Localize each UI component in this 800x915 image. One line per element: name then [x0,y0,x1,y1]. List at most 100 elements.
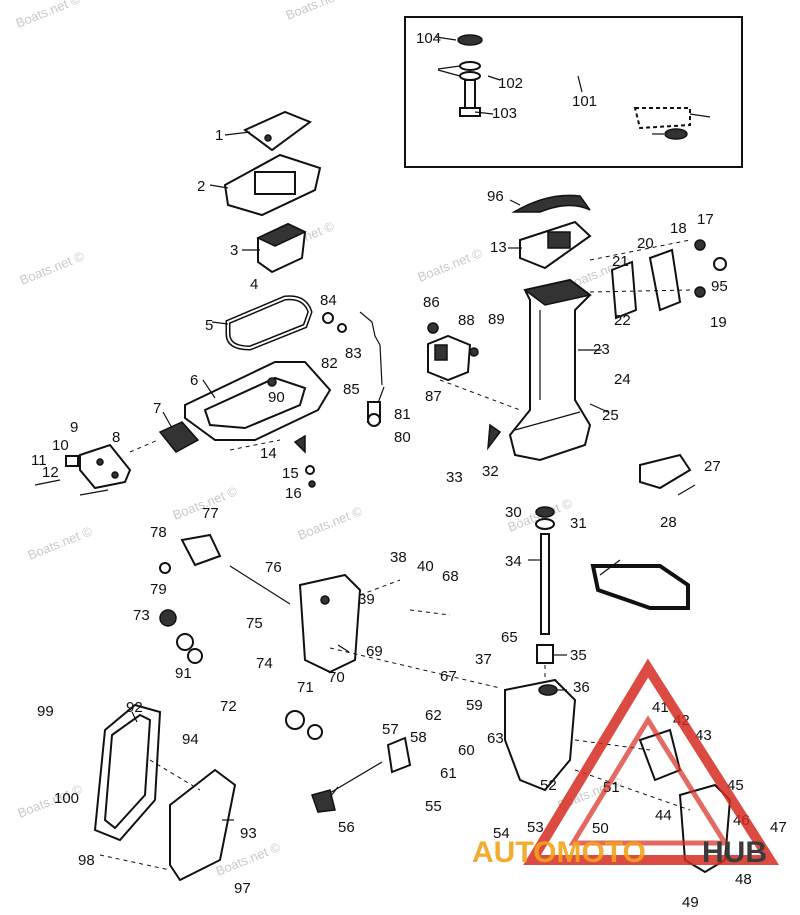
screw-11 [34,479,61,486]
lower-cover-6 [184,361,332,441]
callout-17: 17 [697,211,714,228]
callout-8: 8 [112,429,120,446]
callout-19: 19 [710,314,727,331]
callout-104: 104 [416,30,441,47]
callout-33: 33 [446,469,463,486]
exhaust-housing-23 [508,278,592,462]
washer-93 [713,257,727,271]
seal-assembly-81 [359,311,383,427]
callout-86: 86 [423,294,440,311]
callout-47: 47 [770,819,787,836]
callout-81: 81 [394,406,411,423]
logo-text-dark: HUB [702,836,767,869]
callout-61: 61 [440,765,457,782]
screw-11b [79,489,109,496]
knob-77 [159,562,171,574]
callout-23: 23 [593,341,610,358]
bolt-19 [694,286,706,298]
housing-3 [256,222,307,274]
clamp-27 [639,453,692,490]
washer-31 [535,518,555,530]
callout-63: 63 [487,730,504,747]
callout-90: 90 [268,389,285,406]
callout-12: 12 [42,464,59,481]
logo-text-orange: AUTOMOTO [472,836,646,869]
bracket-21 [610,260,638,320]
watermark-4: Boats.net © [416,245,485,285]
callout-73: 73 [133,607,150,624]
callout-1: 1 [215,127,223,144]
callout-54: 54 [493,825,510,842]
callout-7: 7 [153,400,161,417]
nut-84 [427,322,439,334]
bolt-17 [694,239,706,251]
callout-49: 49 [682,894,699,911]
callout-79: 79 [150,581,167,598]
callout-44: 44 [655,807,672,824]
callout-98: 98 [78,852,95,869]
gasket-13 [519,220,592,270]
callout-84: 84 [320,292,337,309]
callout-48: 48 [735,871,752,888]
callout-5: 5 [205,317,213,334]
bolt-28 [677,484,696,496]
callout-76: 76 [265,559,282,576]
shaft-34 [540,533,550,635]
callout-97: 97 [234,880,251,897]
bushing-89 [187,648,203,664]
callout-87: 87 [425,388,442,405]
callout-37: 37 [475,651,492,668]
callout-102: 102 [498,75,523,92]
callout-25: 25 [602,407,619,424]
nut-71 [159,609,177,627]
callout-35: 35 [570,647,587,664]
washer-10 [65,455,79,467]
callout-4: 4 [250,276,258,293]
callout-88: 88 [458,312,475,329]
callout-78: 78 [150,524,167,541]
cylinder-7 [158,421,200,453]
callout-2: 2 [197,178,205,195]
side-cover-91 [169,768,237,882]
callout-40: 40 [417,558,434,575]
callout-74: 74 [256,655,273,672]
washer-45 [176,633,194,651]
callout-57: 57 [382,721,399,738]
callout-21: 21 [612,253,629,270]
handle-104 [590,564,690,610]
bracket-76 [180,533,222,567]
callout-20: 20 [637,235,654,252]
callout-58: 58 [410,729,427,746]
callout-101: 101 [572,93,597,110]
automotohub-logo: AUTOMOTO HUB [472,658,780,869]
inset-box [404,16,743,168]
callout-31: 31 [570,515,587,532]
callout-94: 94 [182,731,199,748]
bracket-8 [79,443,132,490]
callout-53: 53 [527,819,544,836]
callout-36: 36 [573,679,590,696]
callout-67: 67 [440,668,457,685]
lock-57 [386,736,412,774]
pin-16 [308,480,316,488]
nut-86 [469,347,479,357]
callout-34: 34 [505,553,522,570]
watermark-9: Boats.net © [26,523,95,563]
cover-plate-1 [243,110,313,152]
plug-32 [487,423,502,451]
guide-lines [99,239,691,871]
watermark-1: Boats.net © [284,0,353,23]
callout-96: 96 [487,188,504,205]
callout-38: 38 [390,549,407,566]
mount-85 [427,334,472,382]
callout-89: 89 [488,311,505,328]
callout-18: 18 [670,220,687,237]
callout-83: 83 [345,345,362,362]
callout-15: 15 [282,465,299,482]
callout-62: 62 [425,707,442,724]
callout-39: 39 [358,591,375,608]
callout-32: 32 [482,463,499,480]
callout-91: 91 [175,665,192,682]
callout-71: 71 [297,679,314,696]
